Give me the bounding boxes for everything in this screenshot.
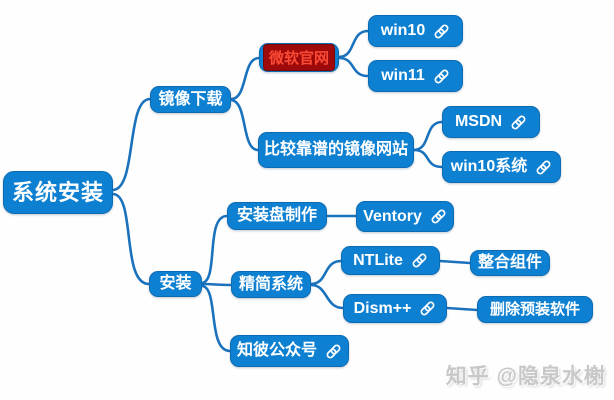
node-image-download[interactable]: 镜像下载 (150, 86, 231, 113)
connector-install-zhibi (200, 284, 232, 353)
link-icon[interactable] (433, 23, 450, 40)
node-win11[interactable]: win11 (368, 60, 463, 92)
zhihu-watermark: 知乎 @隐泉水榭 (445, 365, 606, 388)
node-dism-plus-plus[interactable]: Dism++ (343, 294, 447, 323)
node-slim-system[interactable]: 精简系统 (231, 271, 311, 298)
node-label: 整合组件 (477, 254, 542, 271)
node-label: 安装盘制作 (236, 207, 317, 224)
node-win10-system[interactable]: win10系统 (442, 151, 561, 183)
connector-msoft-win11 (337, 56, 370, 78)
connector-kaopu-w10sys (412, 148, 444, 169)
node-label: win10 (380, 22, 426, 39)
node-zhibi-public-account[interactable]: 知彼公众号 (230, 335, 349, 367)
link-icon[interactable] (430, 208, 447, 225)
node-install-disk-creation[interactable]: 安装盘制作 (227, 202, 327, 230)
connector-kaopu-msdn (412, 120, 444, 152)
node-label: win11 (381, 67, 425, 84)
node-microsoft-official[interactable]: 微软官网 (259, 43, 339, 72)
node-remove-preinstalled-software[interactable]: 删除预装软件 (477, 296, 593, 323)
link-icon[interactable] (535, 159, 552, 176)
node-win10[interactable]: win10 (368, 15, 463, 47)
node-label: 知彼公众号 (236, 342, 317, 359)
node-label: MSDN (454, 113, 503, 130)
connector-install-disk (200, 214, 229, 285)
node-label: 比较靠谱的镜像网站 (263, 141, 408, 158)
connector-dism-remove (445, 306, 479, 312)
connector-slim-dism (309, 283, 345, 310)
connector-mirror-msoft (229, 56, 261, 101)
node-install[interactable]: 安装 (149, 271, 202, 297)
link-icon[interactable] (433, 68, 450, 85)
highlighted-label: 微软官网 (262, 44, 335, 71)
link-icon[interactable] (411, 252, 428, 269)
connector-msoft-win10 (337, 29, 370, 59)
node-ventory[interactable]: Ventory (356, 201, 454, 232)
connector-slim-ntlite (309, 259, 343, 286)
connector-root-mirror (111, 97, 152, 192)
link-icon[interactable] (325, 343, 342, 360)
node-label: 删除预装软件 (489, 301, 580, 318)
connector-root-install (111, 192, 151, 286)
node-label: 安装 (159, 275, 192, 292)
node-label: 系统安装 (11, 179, 104, 205)
node-label: 镜像下载 (158, 90, 223, 108)
node-label: Ventory (363, 207, 422, 225)
link-icon[interactable] (510, 114, 527, 131)
node-label: win10系统 (450, 158, 528, 175)
node-system-install-root[interactable]: 系统安装 (3, 171, 113, 214)
node-label: NTLite (353, 251, 403, 269)
node-ntlite[interactable]: NTLite (341, 246, 440, 275)
node-label: Dism++ (353, 299, 412, 317)
connector-ntlite-merge (438, 259, 472, 265)
node-reliable-mirror-sites[interactable]: 比较靠谱的镜像网站 (258, 132, 414, 168)
node-label: 精简系统 (238, 275, 303, 293)
connector-mirror-kaopu (229, 98, 260, 152)
link-icon[interactable] (419, 300, 436, 317)
node-integrate-components[interactable]: 整合组件 (470, 250, 550, 276)
node-msdn[interactable]: MSDN (442, 106, 540, 138)
connector-install-slim (200, 282, 233, 287)
